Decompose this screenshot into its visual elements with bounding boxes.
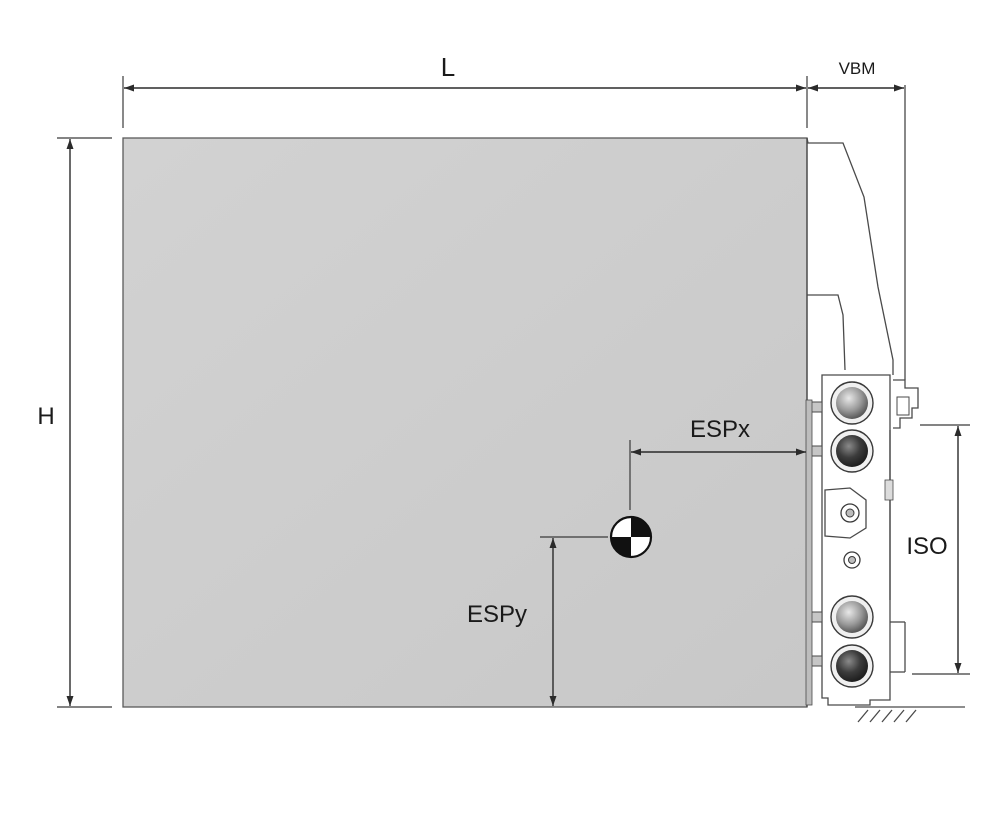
connector-group-bottom [830,595,874,688]
latch-mechanism [824,479,894,569]
dimension-iso [912,424,970,675]
mounting-module [805,85,919,707]
label-iso: ISO [906,533,947,560]
dimension-l [122,76,808,128]
label-vbm: VBM [839,59,876,78]
center-of-gravity-icon [609,515,653,559]
dimension-h [57,137,112,708]
device-panel [122,137,808,708]
label-espy: ESPy [467,601,527,628]
dimension-espx [629,440,806,510]
label-espx: ESPx [690,416,750,443]
label-l: L [441,52,455,82]
dimension-espy [540,536,608,706]
label-h: H [37,403,54,430]
ground-hatch-icon [855,706,965,723]
connector-group-top [830,381,874,473]
